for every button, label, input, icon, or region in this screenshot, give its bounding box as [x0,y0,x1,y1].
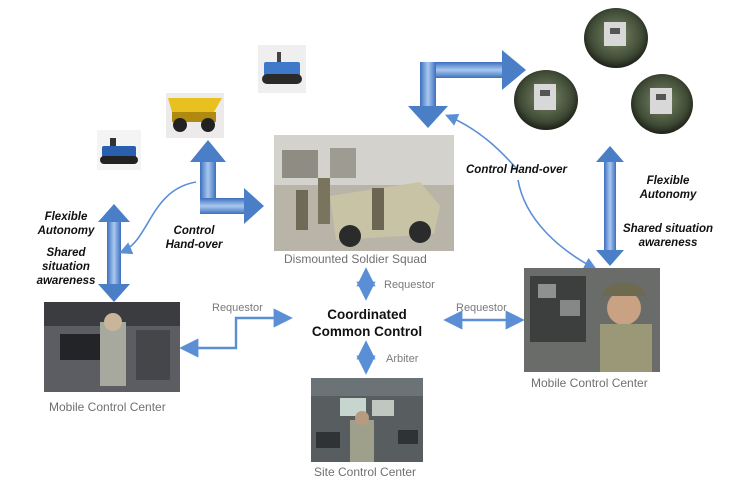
right-handover-curve-arrow-upper [445,113,517,169]
left-situation-text: situation [42,261,90,273]
drone-left-icon [514,70,578,130]
left-handover-line2: Hand-over [165,239,223,251]
left-flexible-text: Flexible [44,211,88,223]
right-shared-awareness-label: Shared situation awareness [614,222,722,250]
left-flexible-autonomy-label: Flexible Autonomy [30,210,102,238]
right-mcc-photo [524,268,660,372]
center-title-line1: Coordinated [327,307,407,322]
left-shared-awareness-label: Shared situation awareness [30,246,102,288]
right-vertical-double-arrow [596,146,624,266]
ugv-robot-blue-icon [258,45,306,93]
site-caption: Site Control Center [314,465,417,479]
squad-photo [274,135,454,251]
ugv-robot-yellow-icon [166,93,224,138]
left-shared-text: Shared [46,247,86,259]
requestor-label-right: Requestor [456,302,507,314]
left-handover-block-arrow [190,140,264,224]
left-mcc-photo [44,302,180,392]
left-control-handover-label: Control Hand-over [156,224,232,252]
right-control-handover-label: Control Hand-over [466,164,567,176]
left-handover-line1: Control [173,225,215,237]
requestor-label-left: Requestor [212,302,263,314]
left-vertical-double-arrow [98,204,130,302]
right-mcc-caption: Mobile Control Center [531,376,648,390]
requestor-label-top: Requestor [384,279,435,291]
right-shared-situation-text: Shared situation [622,223,714,235]
arbiter-label: Arbiter [386,353,419,365]
right-flexible-autonomy-label: Flexible Autonomy [626,174,710,202]
left-mcc-caption: Mobile Control Center [49,400,166,414]
coordinated-common-control-title: Coordinated Common Control [300,306,434,340]
drone-right-icon [631,74,693,134]
left-autonomy-text: Autonomy [37,225,95,237]
right-handover-curve-arrow-lower [517,179,597,270]
left-mcc-to-center-arrow [179,308,293,358]
left-handover-curve-arrow [119,181,197,255]
ugv-robot-small-icon [97,130,141,170]
right-autonomy-text: Autonomy [639,189,697,201]
squad-caption: Dismounted Soldier Squad [284,252,427,266]
top-handover-block-arrow [408,50,526,128]
right-awareness-text: awareness [638,237,698,249]
left-awareness-text: awareness [36,275,96,287]
right-flexible-text: Flexible [646,175,690,187]
site-control-center-photo [311,378,423,462]
drone-top-icon [584,8,648,68]
center-title-line2: Common Control [311,324,423,339]
